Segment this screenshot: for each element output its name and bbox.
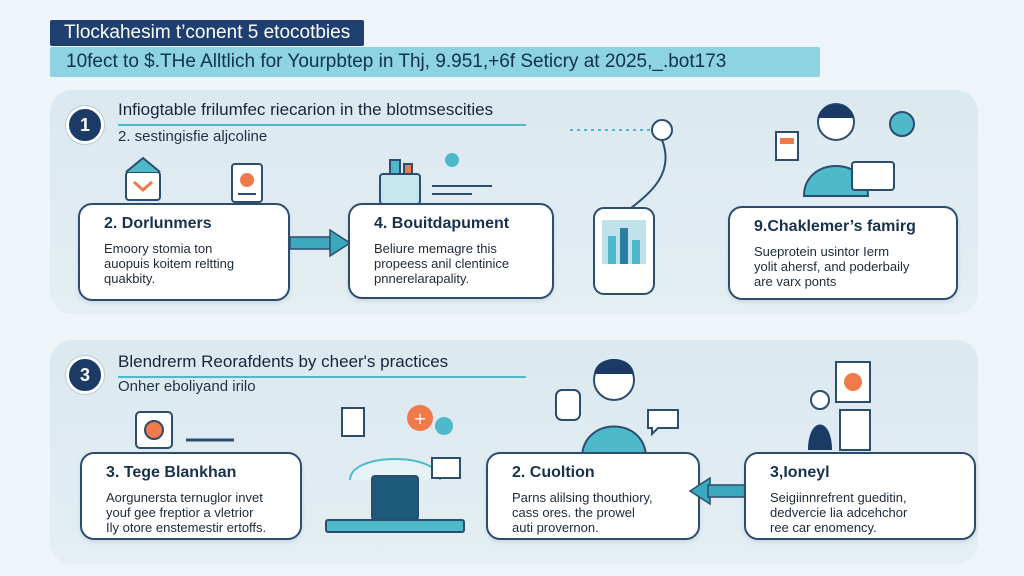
section-1-number-badge: 1 (66, 106, 104, 144)
card-line: ree car enomency. (770, 520, 877, 535)
page-subtitle: 10fect to $.THe Alltlich for Yourpbtep i… (50, 47, 820, 77)
card-3-tege-blankhan: 3. Tege Blankhan Aorgunersta ternuglor i… (80, 452, 302, 540)
card-title: 4. Bouitdapument (374, 215, 510, 232)
card-line: auti provernon. (512, 520, 599, 535)
card-line: Ily otore enstemestir ertoffs. (106, 520, 267, 535)
person-with-chat-icon (555, 359, 679, 459)
city-jar-icon (570, 119, 673, 295)
card-title: 3,Ioneyl (770, 464, 830, 481)
card-line: yolit ahersf, and poderbaily (754, 259, 910, 274)
card-title: 3. Tege Blankhan (106, 464, 237, 481)
card-2-cuoltion: 2. Cuoltion Parns alilsing thouthiory, c… (486, 452, 700, 540)
card-line: Beliure memagre this (374, 241, 497, 256)
page-title: Tlockahesim t’conent 5 etocotbies (50, 20, 365, 46)
card-line: youf gee freptior a vletrior (106, 505, 254, 520)
building-blocks-icon (379, 153, 492, 205)
document-folder-icon (125, 156, 263, 203)
card-line: dedvercie lia adcehchor (770, 505, 908, 520)
section-1-heading: Infiogtable frilumfec riecarion in the b… (118, 100, 526, 126)
left-arrow-icon (688, 476, 750, 506)
card-9-chaklemers-famirg: 9.Chaklemer’s famirg Sueprotein usintor … (728, 206, 958, 300)
card-line: auopuis koitem reltting (104, 256, 235, 271)
card-line: are varx ponts (754, 274, 837, 289)
card-title: 2. Dorlunmers (104, 215, 212, 232)
card-line: Aorgunersta ternuglor invet (106, 490, 263, 505)
workstation-icon: + (325, 405, 465, 533)
section-3-number-badge: 3 (66, 356, 104, 394)
card-line: cass ores. the prowel (512, 505, 635, 520)
section-3-heading: Blendrerm Reorafdents by cheer's practic… (118, 352, 526, 378)
card-4-bouitdapument: 4. Bouitdapument Beliure memagre this pr… (348, 203, 554, 299)
svg-text:+: + (413, 409, 426, 428)
card-line: Sueprotein usintor Ierm (754, 244, 890, 259)
person-with-laptop-icon (775, 103, 915, 197)
section-3-subheading: Onher eboliyand irilo (118, 378, 256, 395)
card-2-dorlunmers: 2. Dorlunmers Emoory stomia ton auopuis … (78, 203, 290, 301)
right-arrow-icon (290, 228, 352, 258)
card-line: quakbity. (104, 271, 156, 286)
gear-box-icon (135, 411, 234, 449)
card-line: Parns alilsing thouthiory, (512, 490, 653, 505)
card-title: 9.Chaklemer’s famirg (754, 218, 916, 235)
card-line: propeess anil clentinice (374, 256, 510, 271)
card-line: Emoory stomia ton (104, 241, 213, 256)
card-3-ioneyl: 3,Ioneyl Seigiinnrefrent gueditin, dedve… (744, 452, 976, 540)
card-line: pnnerelarapality. (374, 271, 470, 286)
section-1-subheading: 2. sestingisfie aljcoline (118, 128, 268, 145)
card-line: Seigiinnrefrent gueditin, (770, 490, 907, 505)
person-at-board-icon (808, 361, 871, 451)
card-title: 2. Cuoltion (512, 464, 595, 481)
